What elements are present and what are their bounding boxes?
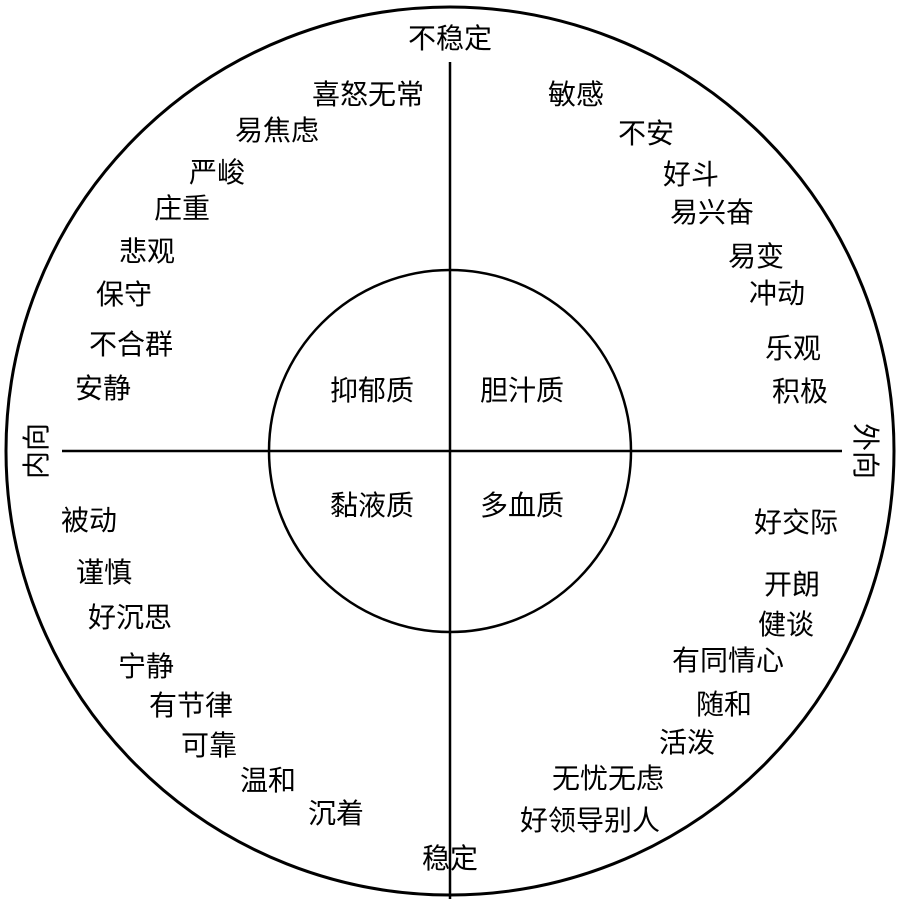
axis-label-stable: 稳定 [422,842,478,875]
trait-lower-right: 活泼 [659,726,715,759]
trait-lower-left: 好沉思 [88,601,172,634]
trait-upper-left: 不合群 [89,328,173,361]
trait-upper-right: 敏感 [548,78,604,111]
trait-lower-left: 谨慎 [76,556,132,589]
trait-lower-right: 健谈 [758,608,814,641]
trait-lower-left: 宁静 [118,650,174,683]
temperament-sanguine: 多血质 [480,489,564,522]
trait-upper-left: 庄重 [154,192,210,225]
trait-upper-right: 好斗 [663,158,719,191]
trait-lower-left: 温和 [240,764,296,797]
axis-label-unstable: 不稳定 [408,22,492,55]
trait-upper-left: 严峻 [189,156,245,189]
trait-lower-right: 随和 [696,688,752,721]
trait-lower-right: 好领导别人 [520,804,660,837]
trait-lower-right: 无忧无虑 [552,762,664,795]
trait-lower-right: 好交际 [754,506,838,539]
trait-upper-right: 易兴奋 [670,196,754,229]
trait-upper-left: 悲观 [119,235,175,268]
temperament-choleric: 胆汁质 [480,374,564,407]
trait-upper-left: 保守 [96,278,152,311]
trait-lower-right: 有同情心 [672,644,784,677]
trait-upper-left: 喜怒无常 [312,78,424,111]
temperament-phlegmatic: 黏液质 [330,489,414,522]
trait-upper-right: 积极 [772,375,828,408]
trait-lower-left: 有节律 [149,689,233,722]
axis-label-extroverted: 外向 [849,423,882,479]
trait-upper-left: 安静 [75,372,131,405]
temperament-melancholic: 抑郁质 [330,374,414,407]
trait-upper-left: 易焦虑 [235,114,319,147]
trait-upper-right: 易变 [728,240,784,273]
trait-lower-right: 开朗 [764,568,820,601]
trait-lower-left: 可靠 [181,729,237,762]
axis-label-introverted: 内向 [20,423,53,479]
trait-upper-right: 冲动 [749,277,805,310]
trait-upper-right: 不安 [618,117,674,150]
trait-lower-left: 被动 [61,504,117,537]
trait-lower-left: 沉着 [308,797,364,830]
trait-upper-right: 乐观 [765,332,821,365]
